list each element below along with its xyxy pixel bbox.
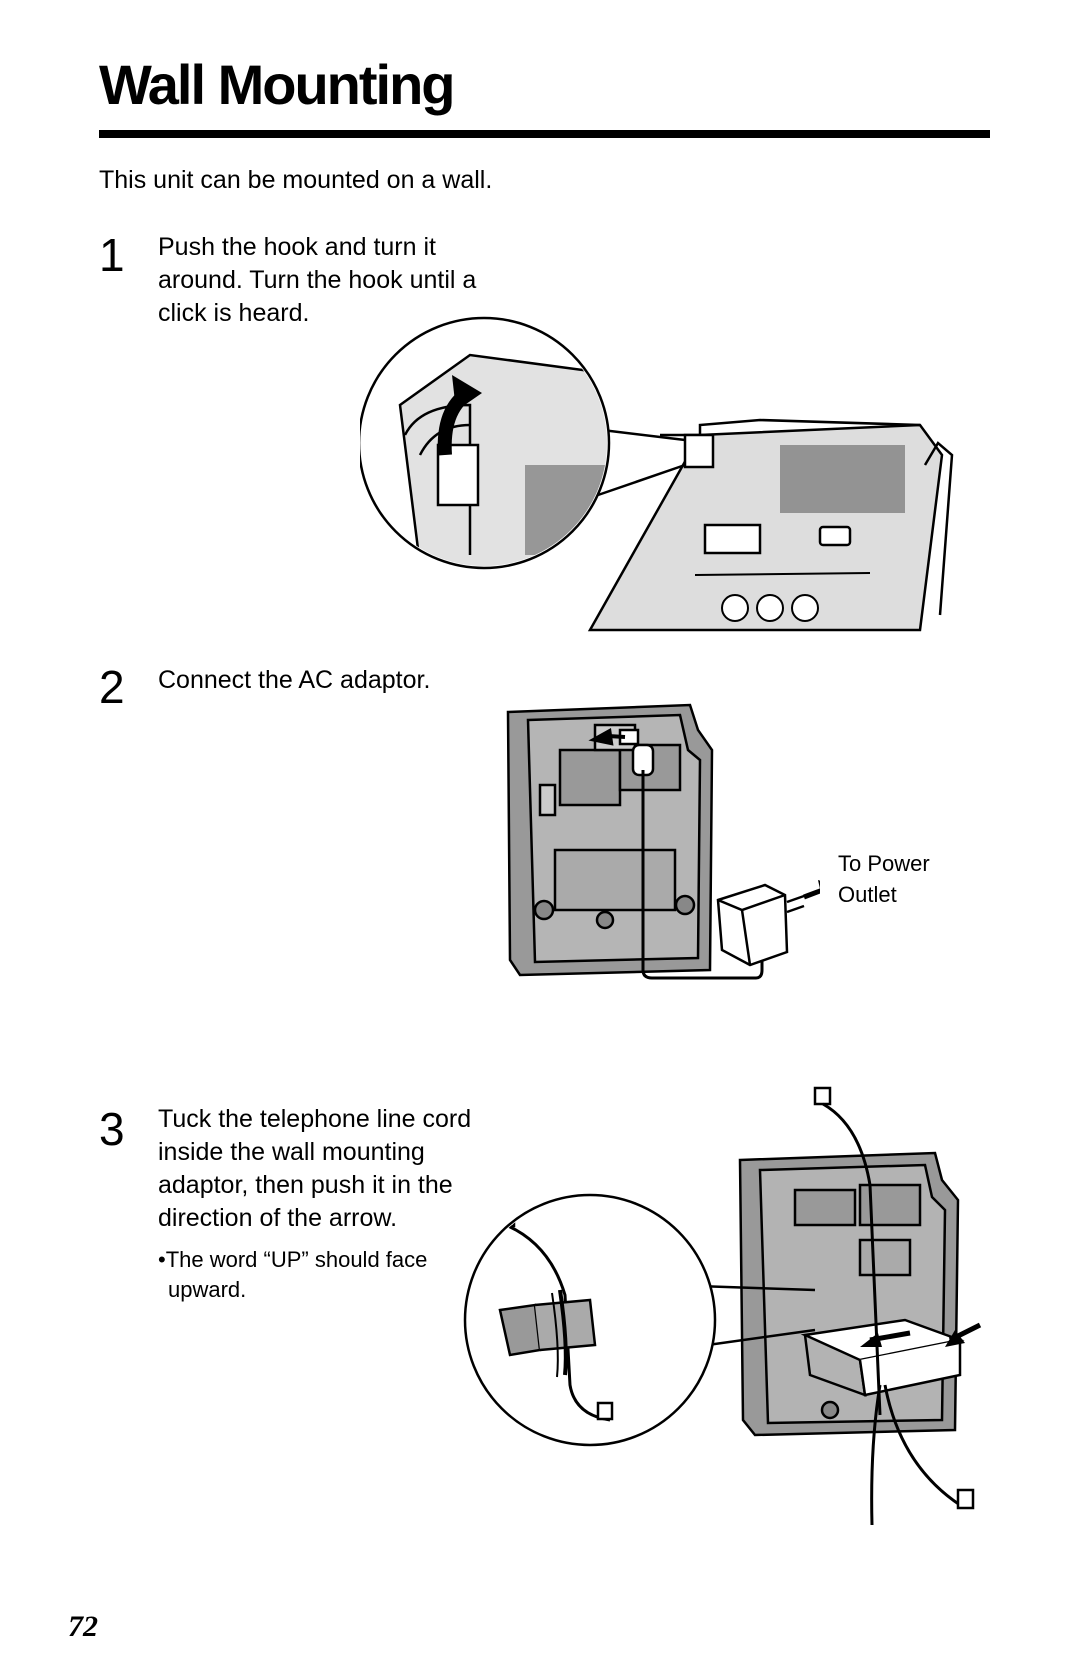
step-1-line-2: around. Turn the hook until a [158,266,477,294]
step-1-line-3: click is heard. [158,299,310,327]
step-3-line-4: direction of the arrow. [158,1204,398,1232]
step-3-line-3: adaptor, then push it in the [158,1171,453,1199]
ac-adaptor-illustration [506,703,820,980]
step-3-line-1: Tuck the telephone line cord [158,1105,472,1133]
note-line-1: •The word “UP” should face [158,1247,428,1272]
step-3-text: Tuck the telephone line cord inside the … [158,1103,471,1235]
title-rule [99,130,990,138]
page-number: 72 [68,1610,98,1643]
step-1-number: 1 [99,229,125,281]
power-outlet-callout: To Power Outlet [838,848,930,910]
intro-text: This unit can be mounted on a wall. [99,166,493,194]
step-1-line-1: Push the hook and turn it [158,233,436,261]
step-3-note: •The word “UP” should face upward. [158,1245,427,1305]
note-line-2: upward. [168,1277,247,1302]
step-2-number: 2 [99,661,125,713]
callout-line-1: To Power [838,851,930,876]
step-2-line-1: Connect the AC adaptor. [158,666,431,694]
page-title: Wall Mounting [99,53,455,116]
wall-adaptor-illustration [463,1086,982,1525]
step-1-text: Push the hook and turn it around. Turn t… [158,231,476,330]
step-2-text: Connect the AC adaptor. [158,664,430,697]
callout-line-2: Outlet [838,882,897,907]
hook-turn-illustration [360,316,954,632]
step-3-line-2: inside the wall mounting [158,1138,425,1166]
step-3-number: 3 [99,1103,125,1155]
